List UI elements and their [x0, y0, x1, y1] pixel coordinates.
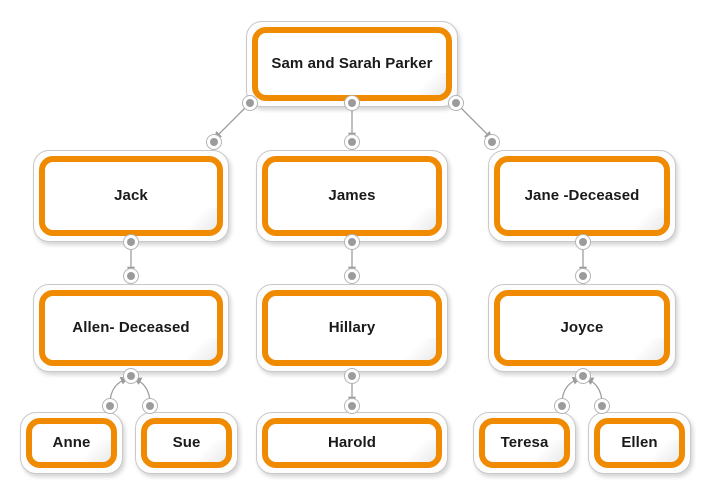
port-hillary-top[interactable]	[344, 268, 360, 284]
port-joyce-bottom[interactable]	[575, 368, 591, 384]
node-allen[interactable]: Allen- Deceased	[33, 284, 229, 372]
node-body: Harold	[262, 418, 442, 468]
node-label: Hillary	[328, 318, 376, 336]
port-james-top[interactable]	[344, 134, 360, 150]
node-body: Allen- Deceased	[39, 290, 223, 366]
node-label: Harold	[327, 433, 377, 451]
node-body: Anne	[26, 418, 117, 468]
node-label: Jane -Deceased	[524, 186, 640, 204]
node-jack[interactable]: Jack	[33, 150, 229, 242]
port-ellen-top[interactable]	[594, 398, 610, 414]
port-allen-top[interactable]	[123, 268, 139, 284]
node-body: Teresa	[479, 418, 570, 468]
node-body: Sam and Sarah Parker	[252, 27, 452, 101]
port-anne-top[interactable]	[102, 398, 118, 414]
node-label: Jack	[114, 186, 148, 204]
node-hillary[interactable]: Hillary	[256, 284, 448, 372]
node-harold[interactable]: Harold	[256, 412, 448, 474]
port-root-bottom-center[interactable]	[344, 95, 360, 111]
node-body: Ellen	[594, 418, 685, 468]
node-body: James	[262, 156, 442, 236]
node-label: Anne	[52, 433, 91, 451]
port-james-bottom[interactable]	[344, 234, 360, 250]
port-root-bottom-left[interactable]	[242, 95, 258, 111]
port-harold-top[interactable]	[344, 398, 360, 414]
node-label: Teresa	[500, 433, 549, 451]
node-jane[interactable]: Jane -Deceased	[488, 150, 676, 242]
node-anne[interactable]: Anne	[20, 412, 123, 474]
node-james[interactable]: James	[256, 150, 448, 242]
node-body: Sue	[141, 418, 232, 468]
port-teresa-top[interactable]	[554, 398, 570, 414]
node-sue[interactable]: Sue	[135, 412, 238, 474]
node-label: Allen- Deceased	[72, 318, 190, 336]
node-label: Sam and Sarah Parker	[271, 54, 433, 72]
node-label: Sue	[172, 433, 201, 451]
node-body: Hillary	[262, 290, 442, 366]
port-allen-bottom[interactable]	[123, 368, 139, 384]
port-sue-top[interactable]	[142, 398, 158, 414]
port-jack-top[interactable]	[206, 134, 222, 150]
port-jane-top[interactable]	[484, 134, 500, 150]
port-hillary-bottom[interactable]	[344, 368, 360, 384]
node-label: Ellen	[621, 433, 658, 451]
port-jack-bottom[interactable]	[123, 234, 139, 250]
node-body: Jane -Deceased	[494, 156, 670, 236]
node-root[interactable]: Sam and Sarah Parker	[246, 21, 458, 107]
port-joyce-top[interactable]	[575, 268, 591, 284]
node-joyce[interactable]: Joyce	[488, 284, 676, 372]
node-ellen[interactable]: Ellen	[588, 412, 691, 474]
port-root-bottom-right[interactable]	[448, 95, 464, 111]
node-body: Joyce	[494, 290, 670, 366]
port-jane-bottom[interactable]	[575, 234, 591, 250]
node-label: James	[328, 186, 376, 204]
node-body: Jack	[39, 156, 223, 236]
node-label: Joyce	[560, 318, 604, 336]
node-teresa[interactable]: Teresa	[473, 412, 576, 474]
